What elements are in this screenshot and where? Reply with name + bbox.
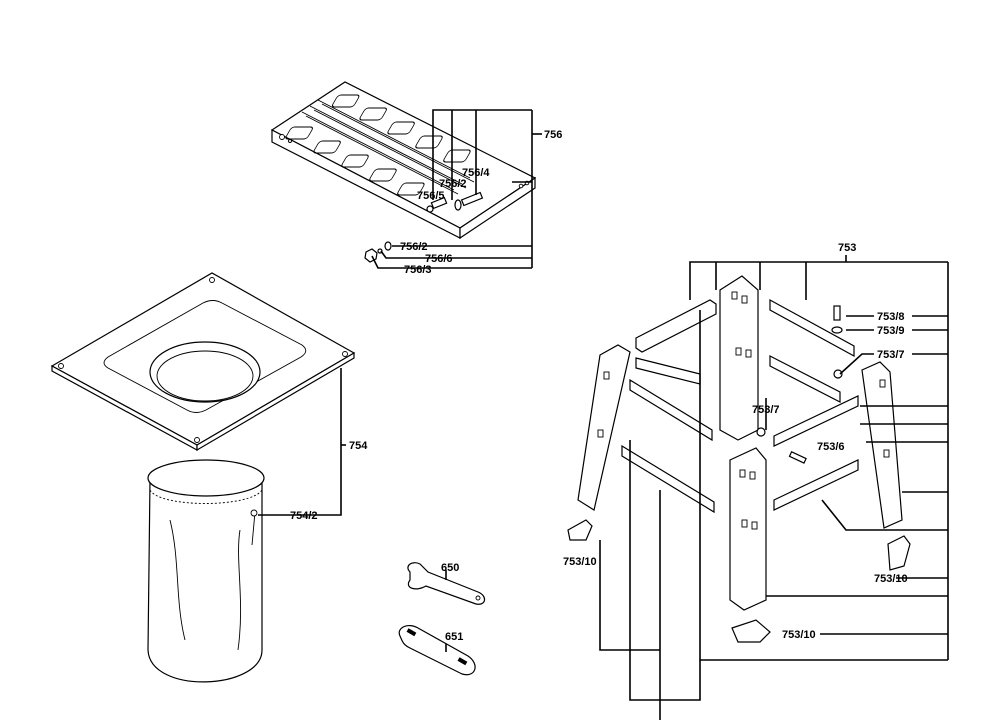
label-753-10-left: 753/10 (563, 556, 597, 568)
dust-bag-754-2 (147, 459, 265, 683)
label-753-6: 753/6 (817, 441, 845, 453)
label-650: 650 (441, 562, 459, 574)
leaders-754 (258, 368, 346, 516)
label-756-4: 756/4 (462, 167, 490, 179)
leaders-753 (599, 255, 949, 720)
label-756-5: 756/5 (417, 190, 445, 202)
label-756-6: 756/6 (425, 253, 453, 265)
label-756-2-bottom: 756/2 (400, 241, 428, 253)
callout-labels: 756 756/5 756/2 756/4 756/2 756/6 756/3 … (290, 129, 908, 643)
label-754: 754 (349, 440, 368, 452)
label-753: 753 (838, 242, 856, 254)
label-756-2-top: 756/2 (439, 178, 467, 190)
leaders-756 (371, 109, 542, 269)
spanner-651 (398, 624, 476, 676)
label-756-3: 756/3 (404, 264, 432, 276)
label-756: 756 (544, 129, 562, 141)
label-753-8: 753/8 (877, 311, 905, 323)
label-753-9: 753/9 (877, 325, 905, 337)
label-753-10-bottom: 753/10 (782, 629, 816, 641)
tray-hardware (364, 191, 484, 263)
label-753-7-center: 753/7 (752, 404, 780, 416)
label-651: 651 (445, 631, 463, 643)
storage-tray-756 (270, 81, 537, 240)
label-753-7-right: 753/7 (877, 349, 905, 361)
label-754-2: 754/2 (290, 510, 318, 522)
label-753-10-right: 753/10 (874, 573, 908, 585)
stand-753 (567, 275, 911, 643)
wrench-650 (407, 562, 486, 605)
dust-plate-754 (50, 272, 356, 452)
